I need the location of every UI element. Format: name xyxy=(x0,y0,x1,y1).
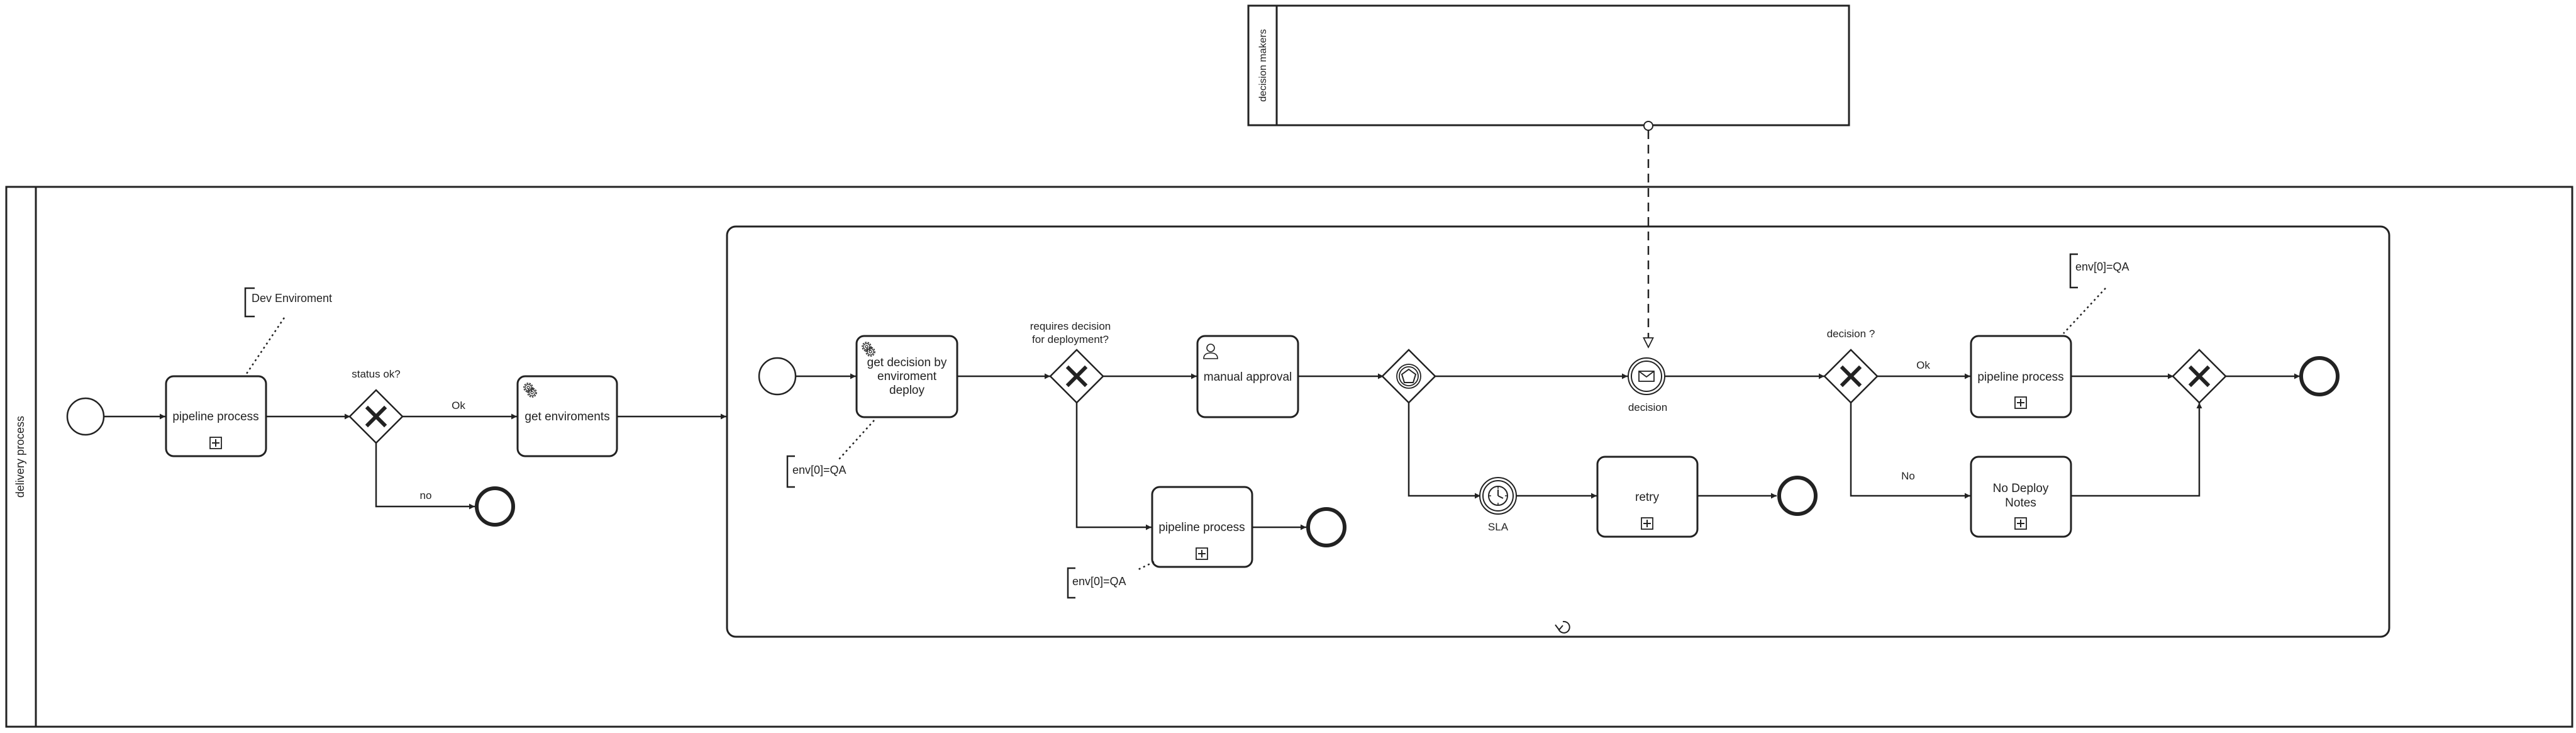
envelope-icon xyxy=(1638,371,1655,382)
subprocess-marker-icon xyxy=(2014,517,2027,530)
subprocess-start-event[interactable] xyxy=(758,357,797,396)
pool-label-decision-makers: decision makers xyxy=(1258,29,1269,102)
task-pipeline-process-3[interactable]: pipeline process xyxy=(1970,335,2072,418)
start-event[interactable] xyxy=(66,397,105,436)
task-label: pipeline process xyxy=(172,410,258,423)
annotation-text: env[0]=QA xyxy=(792,464,847,476)
gateway-decision[interactable]: decision ? xyxy=(1823,328,1879,404)
gateway-label-line2: for deployment? xyxy=(1032,333,1109,345)
task-label: pipeline process xyxy=(1977,371,2063,384)
gateway-label-line1: requires decision xyxy=(1030,320,1111,332)
subprocess-marker-icon xyxy=(209,437,222,449)
annotation-env-qa-3[interactable]: env[0]=QA xyxy=(2063,253,2129,334)
loop-marker-icon xyxy=(1555,620,1570,634)
subprocess-marker-icon xyxy=(1641,517,1653,530)
task-label: get enviroments xyxy=(525,410,609,423)
end-event-final[interactable] xyxy=(2299,356,2340,396)
exclusive-x-icon xyxy=(1840,365,1862,388)
end-event-retry[interactable] xyxy=(1777,476,1818,516)
task-label-line2: Notes xyxy=(2005,496,2036,510)
event-label: SLA xyxy=(1488,521,1509,533)
task-pipeline-process-2[interactable]: pipeline process xyxy=(1151,486,1253,568)
gateway-requires-decision[interactable]: requires decision for deployment? xyxy=(1030,320,1111,404)
end-event-pipeline-2[interactable] xyxy=(1306,507,1346,547)
annotation-text: env[0]=QA xyxy=(1072,575,1126,588)
annotation-env-qa-1[interactable]: env[0]=QA xyxy=(786,420,875,488)
gateway-label: status ok? xyxy=(352,368,401,380)
flow-decision-no[interactable] xyxy=(1850,403,1970,499)
annotation-dev-enviroment[interactable]: Dev Enviroment xyxy=(244,287,332,374)
gateway-status-ok[interactable]: status ok? xyxy=(348,368,404,444)
gateway-label: decision ? xyxy=(1827,328,1875,340)
task-label-line1: No Deploy xyxy=(1993,482,2049,495)
task-get-decision[interactable]: get decision by enviroment deploy xyxy=(855,335,958,418)
task-manual-approval[interactable]: manual approval xyxy=(1196,335,1299,418)
subprocess-marker-icon xyxy=(1196,547,1208,560)
pool-decision-makers[interactable]: decision makers xyxy=(1247,4,1850,126)
task-no-deploy-notes[interactable]: No Deploy Notes xyxy=(1970,456,2072,538)
exclusive-x-icon xyxy=(2188,365,2211,388)
exclusive-x-icon xyxy=(1065,365,1088,388)
flow-label-ok-2: Ok xyxy=(1916,359,1930,371)
task-pipeline-process-1[interactable]: pipeline process xyxy=(165,375,267,457)
flow-status-no[interactable] xyxy=(375,442,475,510)
pentagon-icon xyxy=(1401,368,1417,383)
flow-nodeploy-to-join[interactable] xyxy=(2072,403,2202,497)
annotation-text: env[0]=QA xyxy=(2075,260,2129,273)
sequence-flows xyxy=(104,373,2300,530)
flow-label-ok-1: Ok xyxy=(452,400,465,411)
subprocess-marker-icon xyxy=(2014,396,2027,409)
subprocess-container[interactable] xyxy=(726,225,2390,638)
annotation-text: Dev Enviroment xyxy=(252,292,332,305)
message-flow[interactable] xyxy=(1644,121,1653,347)
event-label: decision xyxy=(1628,401,1667,413)
flow-requires-no[interactable] xyxy=(1075,403,1152,530)
exclusive-x-icon xyxy=(365,405,387,428)
flow-label-no-2: No xyxy=(1901,470,1915,482)
annotation-env-qa-2[interactable]: env[0]=QA xyxy=(1067,561,1155,599)
end-event-status-no[interactable] xyxy=(475,486,515,527)
task-label-line3: deploy xyxy=(889,384,924,397)
pool-delivery-process[interactable]: delivery process xyxy=(5,186,2573,728)
clock-icon xyxy=(1488,486,1508,506)
task-get-enviroments[interactable]: get enviroments xyxy=(516,375,618,457)
flow-label-no-1: no xyxy=(420,490,432,501)
flow-eventgw-to-timer[interactable] xyxy=(1407,403,1480,499)
intermediate-timer-event[interactable]: SLA xyxy=(1479,477,1517,533)
task-label-line1: get decision by xyxy=(867,356,947,369)
intermediate-message-event[interactable]: decision xyxy=(1628,357,1667,413)
task-label: pipeline process xyxy=(1158,521,1245,534)
task-label: retry xyxy=(1635,491,1660,504)
gateway-join[interactable] xyxy=(2172,349,2227,404)
task-label-line2: enviroment xyxy=(877,370,937,383)
event-based-gateway[interactable] xyxy=(1381,349,1436,404)
task-label: manual approval xyxy=(1204,371,1292,384)
user-icon xyxy=(1203,344,1218,359)
pool-label-delivery-process: delivery process xyxy=(14,416,26,498)
task-retry[interactable]: retry xyxy=(1596,456,1699,538)
